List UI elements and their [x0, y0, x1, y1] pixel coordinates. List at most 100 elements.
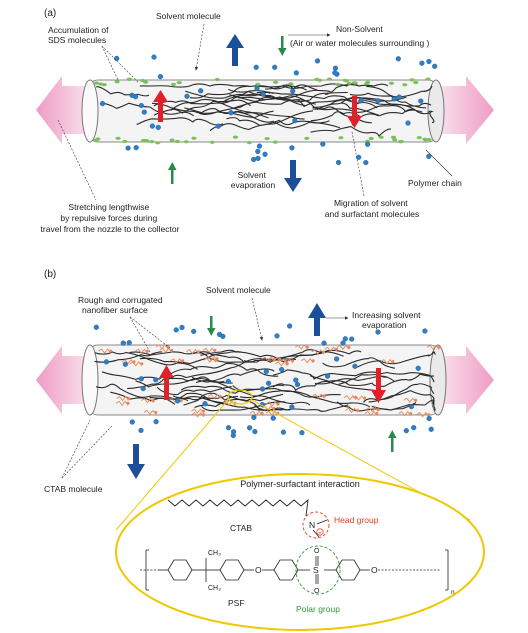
polymer-chain: [139, 351, 242, 365]
solvent-molecule: [405, 120, 411, 126]
polymer-chain: [100, 102, 195, 117]
ctab-head: [181, 359, 185, 363]
polymer-chain: [314, 375, 395, 385]
ctab-molecule: [265, 410, 279, 416]
methyl-top: CH₃: [208, 550, 221, 557]
solvent-molecule: [287, 323, 293, 329]
ctab-head: [291, 359, 295, 363]
polymer-chain: [139, 83, 249, 88]
solvent-molecule: [349, 336, 355, 342]
ctab-molecule-label: CTAB molecule: [44, 484, 103, 494]
ctab-molecule: [186, 348, 199, 355]
non-solvent-arrow-up-a: [168, 162, 177, 184]
ctab-head: [414, 398, 418, 402]
ctab-molecule: [115, 400, 129, 407]
ctab-head: [196, 350, 200, 354]
sds-molecule: [388, 81, 395, 85]
solvent-molecule: [255, 155, 261, 162]
polymer-chain: [229, 89, 318, 102]
sds-molecule: [246, 141, 252, 145]
ctab-molecule: [191, 408, 204, 414]
polymer-chain: [226, 117, 341, 129]
ctab-label: CTAB: [230, 523, 252, 533]
solvent-molecule: [426, 415, 432, 422]
ctab-head: [311, 359, 315, 363]
migration-label: Migration of solvent and surfactant mole…: [325, 198, 420, 219]
polymer-chain: [95, 86, 150, 97]
ctab-head: [127, 397, 131, 400]
solvent-molecule: [141, 109, 147, 115]
accumulation-leader: [101, 45, 119, 81]
solvent-molecule: [114, 55, 120, 62]
solvent-molecule: [254, 85, 260, 92]
ctab-molecule: [98, 348, 111, 354]
polymer-chain: [136, 117, 224, 126]
rough-surface-label: Rough and corrugated nanofiber surface: [78, 295, 165, 315]
solvent-molecule: [289, 404, 295, 410]
sds-molecule: [191, 136, 197, 140]
polymer-chain: [224, 91, 348, 103]
psf-structure: [140, 549, 449, 591]
solvent-evaporation-label-a: Solvent evaporation: [231, 170, 276, 190]
sds-molecule: [378, 135, 384, 139]
ctab-head: [201, 409, 205, 413]
polymer-chain: [191, 351, 327, 363]
evaporation-arrow-up-a: [226, 34, 244, 66]
sds-molecule: [183, 140, 189, 144]
ctab-molecule: [143, 409, 157, 416]
solvent-molecule-label-a: Solvent molecule: [156, 11, 221, 21]
solvent-molecule: [251, 156, 257, 163]
ctab-molecule: [312, 393, 325, 399]
positive-charge-icon: [316, 528, 324, 536]
solvent-molecule: [340, 340, 346, 346]
solvent-molecule: [270, 415, 276, 421]
sulfonyl-o-bottom: O: [314, 588, 320, 595]
solvent-molecule: [260, 91, 266, 97]
solvent-molecule: [231, 429, 237, 435]
sds-molecule: [402, 83, 408, 87]
zoom-spot: [227, 389, 253, 405]
solvent-molecule: [426, 58, 432, 65]
sds-molecule: [209, 140, 215, 144]
solvent-molecule: [320, 141, 326, 147]
ctab-molecule: [155, 344, 169, 350]
polymer-chain: [228, 88, 306, 107]
sds-molecule: [273, 80, 279, 84]
ctab-molecule: [295, 344, 308, 350]
ctab-head: [376, 408, 380, 412]
solvent-molecule: [179, 324, 185, 331]
repeat-subscript: n: [451, 589, 455, 596]
ctab-head: [285, 362, 289, 366]
solvent-molecule: [133, 145, 139, 151]
solvent-molecule: [191, 328, 197, 335]
ctab-head: [202, 413, 206, 417]
solvent-molecule: [356, 154, 362, 160]
migration-arrow-up-b: [159, 365, 174, 400]
solvent-molecule: [247, 425, 253, 431]
sds-molecule: [176, 81, 182, 85]
ctab-molecule: [170, 358, 184, 364]
polymer-chain: [316, 102, 415, 117]
ctab-molecule: [426, 344, 440, 351]
ctab-molecule: [207, 393, 221, 400]
ctab-molecule: [336, 344, 350, 351]
solvent-molecule: [256, 143, 263, 149]
polymer-chain: [310, 126, 392, 138]
solvent-molecule-label-b: Solvent molecule: [206, 285, 271, 295]
sds-molecule: [170, 82, 177, 86]
solvent-molecule: [334, 356, 340, 362]
solvent-molecule: [332, 70, 338, 76]
sds-molecule: [143, 139, 150, 143]
polymer-chain: [129, 351, 245, 363]
svg-text:+: +: [318, 531, 322, 537]
ctab-head: [154, 410, 158, 414]
interaction-ellipse: [115, 473, 485, 631]
ctab-head: [437, 345, 441, 349]
solvent-molecule: [253, 64, 259, 70]
ctab-head: [356, 408, 359, 412]
ctab-head: [218, 394, 222, 398]
polymer-chain: [357, 99, 435, 123]
polymer-chain: [232, 385, 370, 408]
solvent-molecule: [149, 123, 156, 129]
solvent-molecule: [395, 56, 401, 62]
